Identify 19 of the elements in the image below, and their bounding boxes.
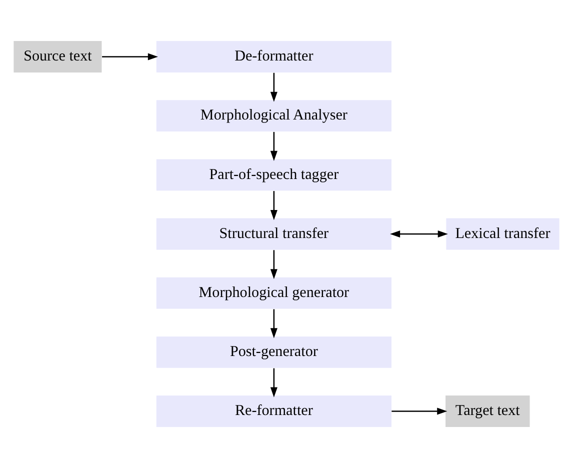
node-box: Part-of-speech tagger — [156, 158, 392, 190]
arrow — [270, 190, 278, 220]
node-box: Morphological Analyser — [156, 100, 392, 132]
node-box: Re-formatter — [156, 395, 392, 426]
node-box: Morphological generator — [156, 276, 392, 308]
arrow — [270, 308, 278, 338]
node-box: Target text — [446, 395, 530, 426]
node-box: De-formatter — [156, 40, 392, 72]
arrow — [270, 131, 278, 160]
node-box: Source text — [14, 40, 102, 72]
arrow — [270, 250, 278, 279]
arrow — [102, 52, 158, 60]
arrow — [392, 407, 448, 414]
arrow — [270, 72, 278, 102]
node-box: Structural transfer — [156, 218, 392, 250]
node-box: Post-generator — [156, 336, 392, 368]
arrow — [390, 230, 448, 238]
node-box: Lexical transfer — [446, 218, 560, 250]
arrow — [270, 368, 278, 397]
